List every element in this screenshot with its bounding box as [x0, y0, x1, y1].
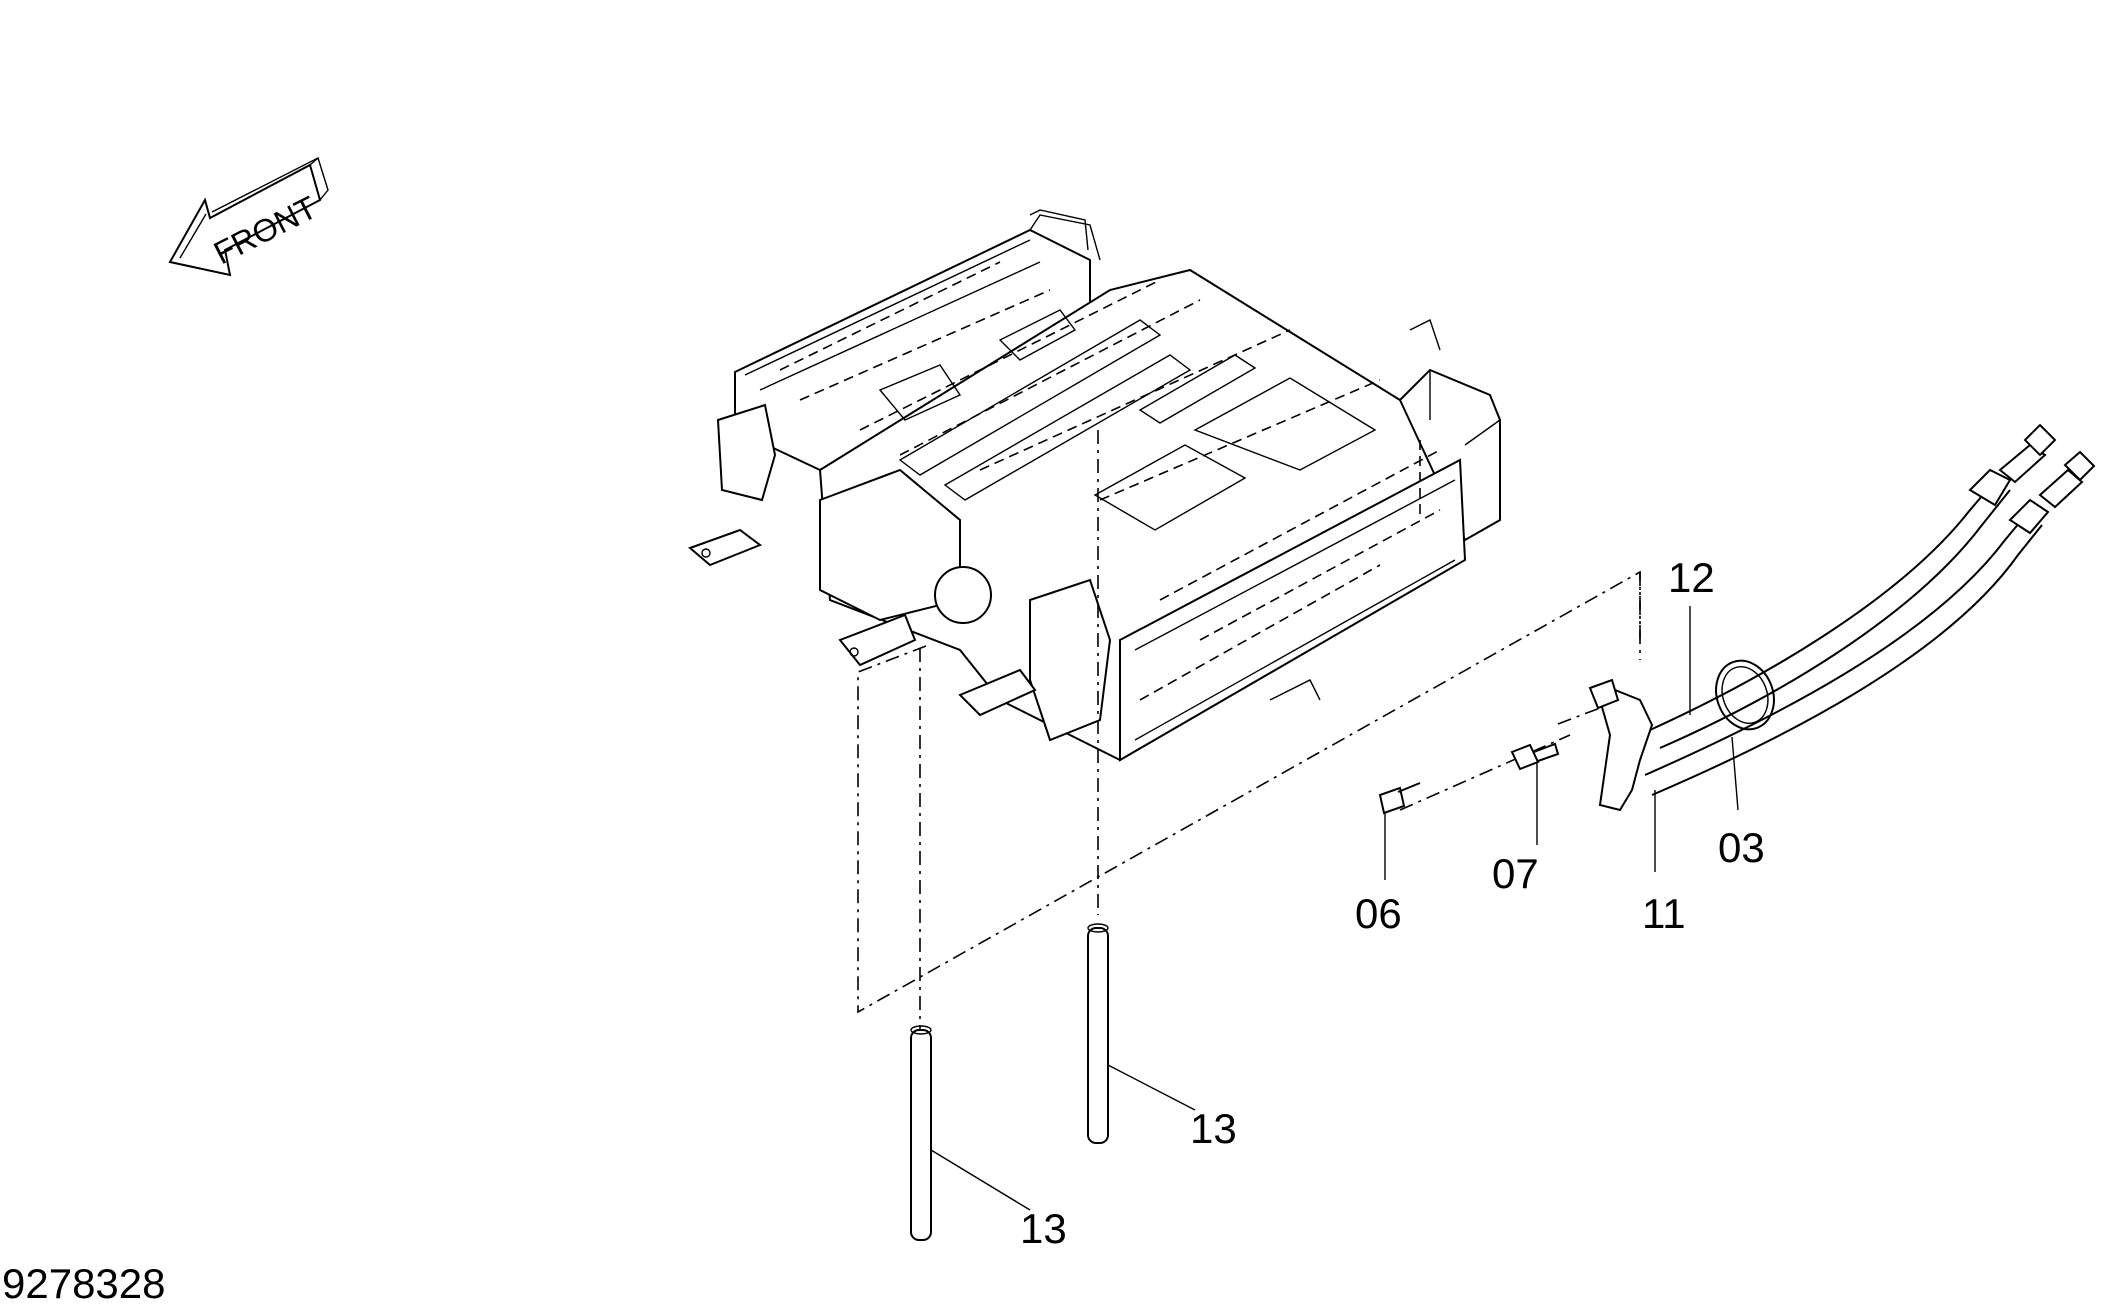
front-arrow-icon: FRONT [168, 156, 329, 277]
bolt-06-icon [1378, 782, 1421, 815]
tube-13-right [1087, 923, 1109, 1144]
callout-11: 11 [1642, 890, 1686, 937]
callout-13-right: 13 [1190, 1105, 1237, 1152]
alignment-lines [857, 430, 1641, 1030]
callout-03: 03 [1718, 824, 1765, 871]
callout-13-left: 13 [1020, 1205, 1067, 1252]
callout-06: 06 [1355, 890, 1402, 937]
hose-assembly [1588, 423, 2096, 812]
callout-12: 12 [1668, 554, 1715, 601]
leader-lines [930, 606, 1739, 1211]
hvac-unit [688, 209, 1501, 762]
drawing-number: 9278328 [2, 1260, 166, 1307]
tube-13-left [910, 1025, 932, 1241]
bolt-07-icon [1510, 742, 1560, 771]
callout-07: 07 [1492, 850, 1539, 897]
